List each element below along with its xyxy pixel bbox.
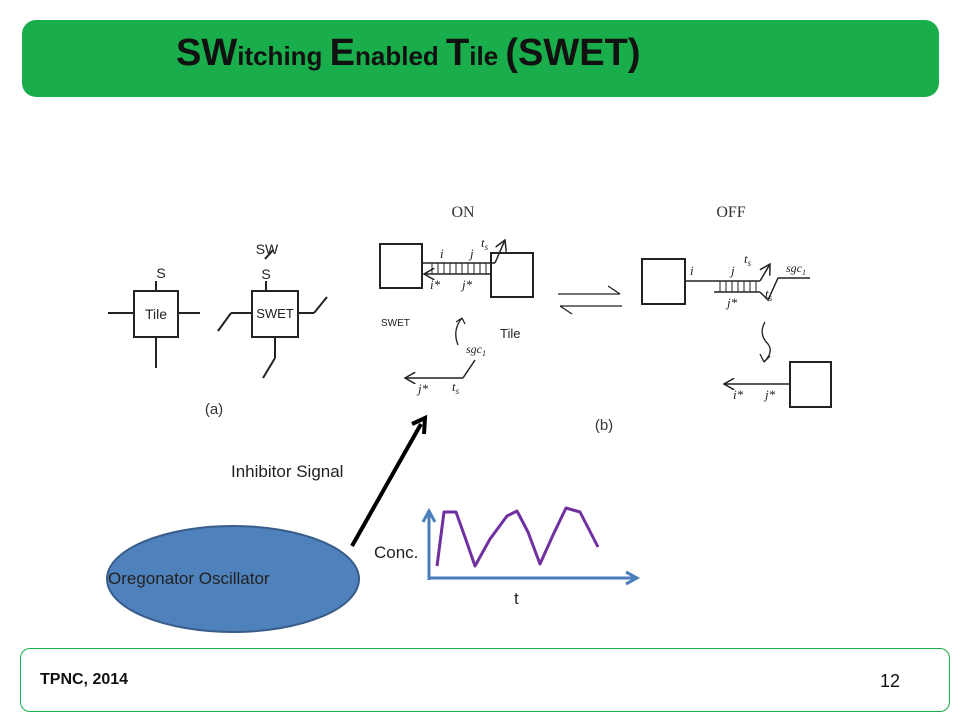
on-j: j [468,246,474,261]
title-part: SW [176,32,238,74]
on-i: i [440,246,444,261]
equilibrium-arrows [558,285,622,315]
sgc-tsstar-sub: s [456,386,460,396]
on-label: ON [451,204,475,221]
off-tsstar: ts [765,286,773,303]
released-jstar: j* [763,387,776,402]
off-tsstar-sub: s [769,293,773,303]
page-number: 12 [880,671,901,691]
sgc-tsstar-main: t [452,379,456,394]
title-part: ile [469,41,506,71]
title-bar [22,20,939,97]
released-swet: i* j* [724,361,832,408]
swet-symbol: SWET SW S [217,241,328,379]
graph-x-label: t [514,589,519,608]
off-complex: i j ts sgc1 j* ts [641,251,810,310]
title-part: E [329,32,356,74]
off-jstar: j* [725,295,738,310]
off-ts-main: t [744,251,748,266]
oscillator-ellipse [106,525,360,633]
sgc-tsstar: ts [452,379,460,396]
on-ts-sub: s [485,242,489,252]
off-ts: ts [744,251,752,268]
on-istar: i* [430,277,441,292]
off-tsstar-main: t [765,286,769,301]
sgc-sub: 1 [482,349,486,358]
slide-title: SWitching Enabled Tile (SWET) [176,34,640,72]
swet-sw-label: SW [256,241,279,257]
sgc-label: sgc1 [466,342,486,358]
swet-label: SWET [256,306,294,321]
swet-small-label: SWET [381,318,410,329]
released-istar: i* [733,387,744,402]
sgc-strand: sgc1 j* ts [405,317,486,396]
inhibitor-arrow [350,423,423,547]
title-part: (SWET) [505,32,641,74]
swet-s-label: S [261,266,270,282]
on-complex: i j ts i* j* [379,235,534,298]
on-ts-main: t [481,235,485,250]
sgc-jstar: j* [416,381,429,396]
tile-symbol: Tile S [108,265,200,368]
tile-s-label: S [156,265,165,281]
inhibitor-signal-label: Inhibitor Signal [231,462,344,481]
off-ts-sub: s [748,258,752,268]
oscillator-label: Oregonator Oscillator [108,569,270,588]
title-part: T [446,32,470,74]
off-i: i [690,263,694,278]
on-jstar: j* [460,277,473,292]
off-label: OFF [716,204,745,221]
oscillation-wave [435,506,600,568]
off-sgc-sub: 1 [802,268,806,277]
on-ts: ts [481,235,489,252]
panel-b-caption: (b) [595,417,613,434]
graph-y-label: Conc. [374,543,419,562]
conference-label: TPNC, 2014 [40,671,129,688]
tile-label: Tile [145,306,167,322]
off-j: j [729,263,735,278]
title-part: nabled [355,41,447,71]
footer-bar [20,648,950,712]
off-sgc-main: sgc [786,261,803,275]
squiggle-arrow [761,321,771,363]
tile-small-label: Tile [500,326,520,341]
sgc-main: sgc [466,342,483,356]
panel-a-caption: (a) [205,401,223,418]
concentration-graph [421,506,641,586]
title-part: itching [237,41,330,71]
off-sgc: sgc1 [786,261,806,277]
